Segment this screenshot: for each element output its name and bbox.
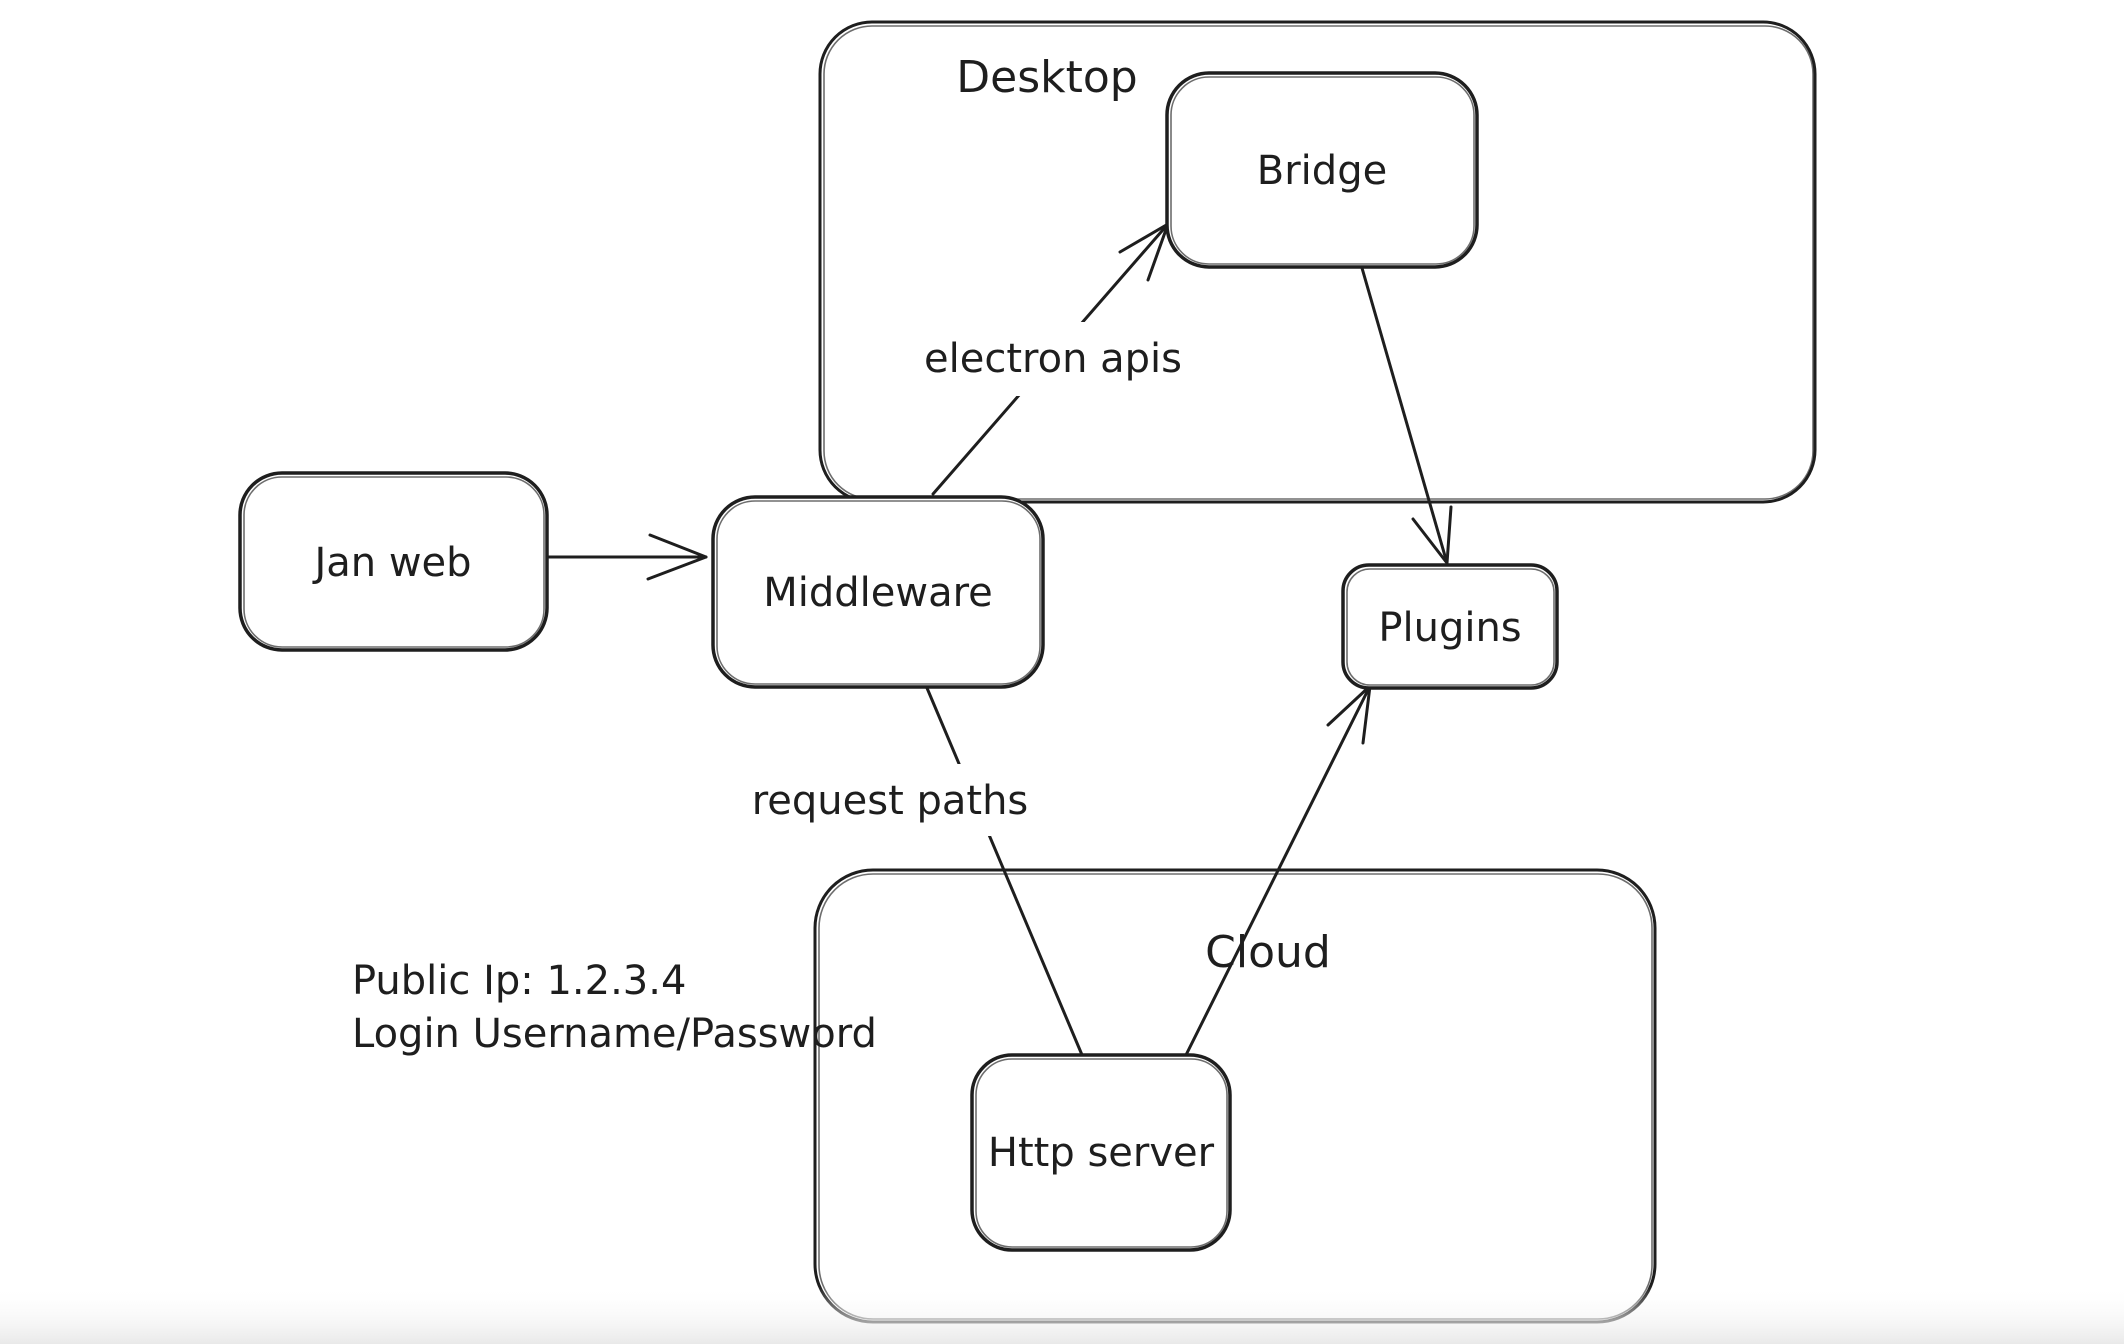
- middleware-sketch: [716, 500, 1041, 685]
- canvas-bottom-fade: [0, 1286, 2124, 1344]
- annotation-credentials[interactable]: Public Ip: 1.2.3.4 Login Username/Passwo…: [352, 958, 877, 1057]
- cloud-container-label[interactable]: Cloud: [1205, 927, 1331, 978]
- jan-web-box[interactable]: [238, 471, 549, 652]
- plugins-box[interactable]: [1341, 563, 1559, 690]
- middleware-label: Middleware: [763, 570, 993, 616]
- desktop-container-box[interactable]: [818, 20, 1817, 504]
- node-plugins[interactable]: Plugins: [1341, 563, 1559, 690]
- arrow-bridge-to-plugins[interactable]: [1360, 266, 1453, 565]
- bridge-sketch: [1170, 76, 1475, 265]
- http-server-label: Http server: [988, 1130, 1215, 1176]
- annotation-line-1: Public Ip: 1.2.3.4: [352, 958, 686, 1004]
- arrow-head-icon: [1326, 684, 1372, 745]
- bridge-box[interactable]: [1165, 71, 1479, 269]
- arrow-line: [925, 686, 1087, 1064]
- arrow-line: [1184, 684, 1372, 1057]
- arrow-head-icon: [1411, 505, 1453, 565]
- node-bridge[interactable]: Bridge: [1165, 71, 1479, 269]
- node-middleware[interactable]: Middleware: [711, 495, 1045, 689]
- jan-web-label: Jan web: [311, 540, 471, 586]
- bridge-label: Bridge: [1257, 148, 1387, 194]
- desktop-container-sketch: [823, 25, 1814, 500]
- label-knockout: [905, 322, 1205, 396]
- annotation-line-2: Login Username/Password: [352, 1011, 877, 1057]
- desktop-container-label: Desktop: [956, 52, 1137, 103]
- label-knockout: [730, 764, 1050, 836]
- edge-label-request-paths[interactable]: request paths: [730, 764, 1050, 836]
- jan-web-sketch: [243, 476, 545, 648]
- arrow-jan-web-to-middleware[interactable]: [547, 533, 708, 581]
- edge-label-electron-apis[interactable]: electron apis: [905, 322, 1205, 396]
- arrow-head-icon: [646, 533, 708, 581]
- middleware-box[interactable]: [711, 495, 1045, 689]
- http-server-sketch: [975, 1058, 1228, 1248]
- arrow-middleware-to-http-server[interactable]: [925, 686, 1087, 1064]
- edge-label-text: electron apis: [924, 336, 1182, 382]
- node-http-server[interactable]: Http server: [970, 1053, 1232, 1252]
- edge-label-text: request paths: [752, 778, 1029, 824]
- plugins-label: Plugins: [1378, 605, 1521, 651]
- plugins-sketch: [1346, 568, 1555, 686]
- arrow-line: [1360, 266, 1449, 565]
- node-jan-web[interactable]: Jan web: [238, 471, 549, 652]
- desktop-container[interactable]: Desktop: [818, 20, 1817, 504]
- http-server-box[interactable]: [970, 1053, 1232, 1252]
